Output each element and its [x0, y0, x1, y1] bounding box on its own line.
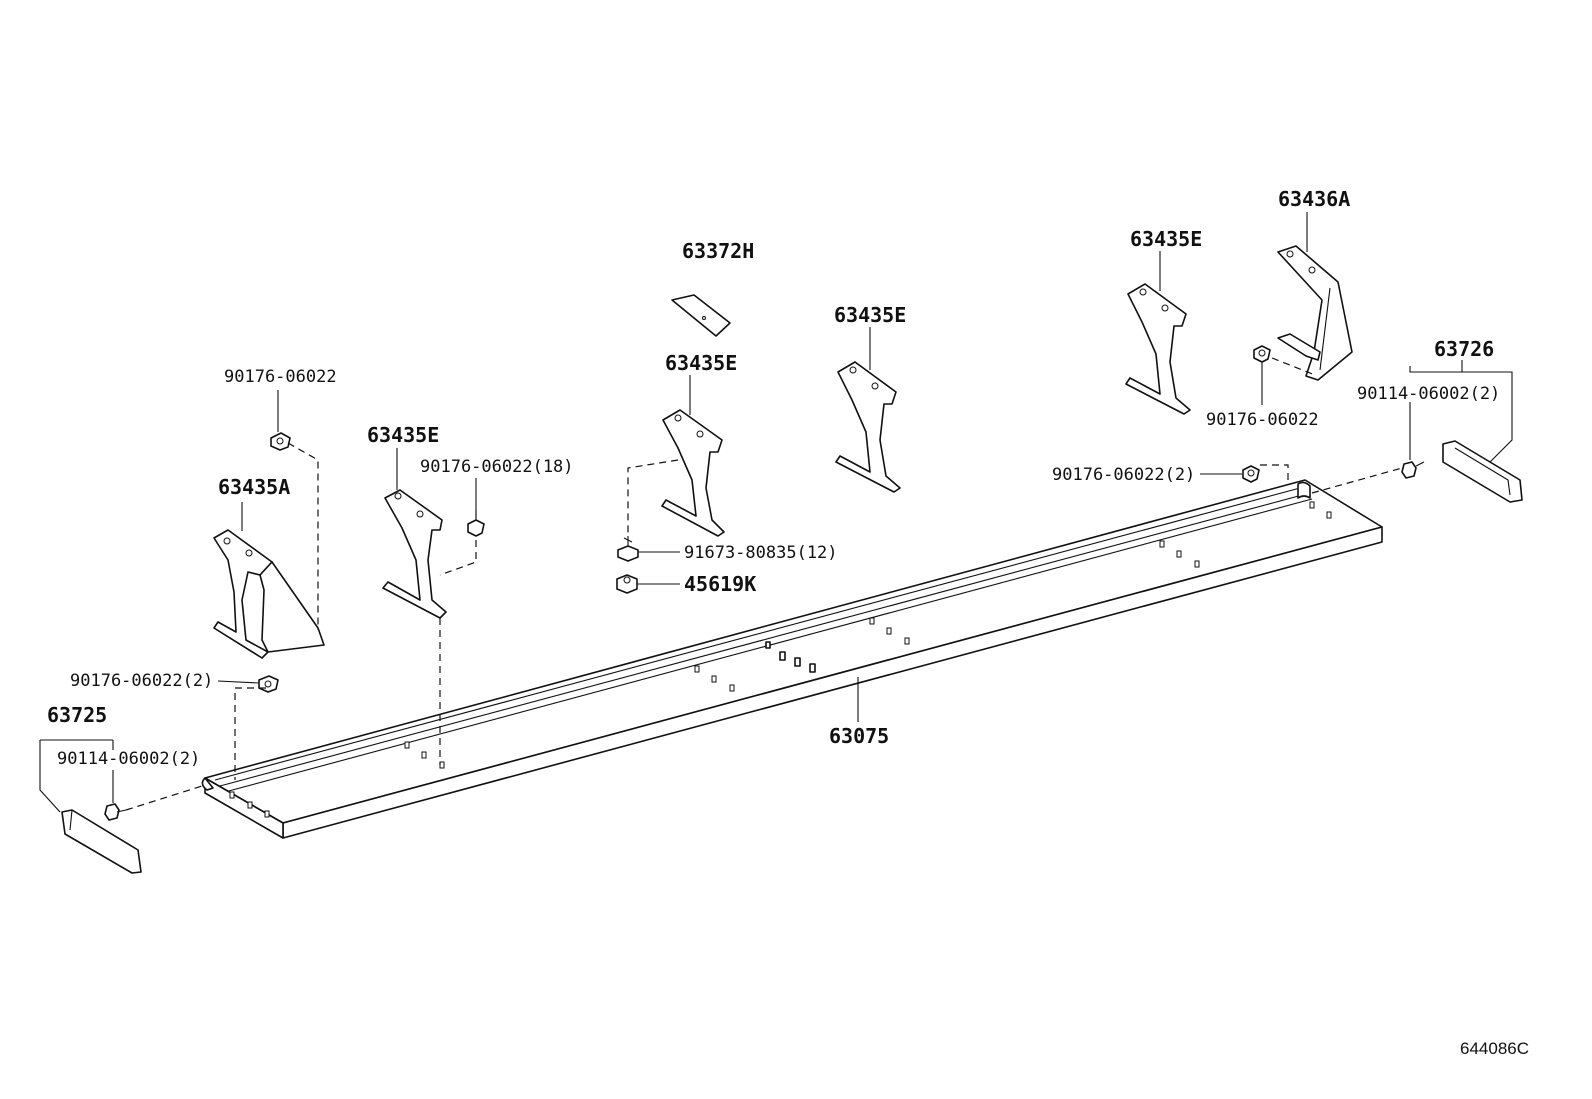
clip-90176-top[interactable]	[270, 432, 291, 451]
label-63435E-mid2: 63435E	[834, 303, 906, 327]
label-63436A: 63436A	[1278, 187, 1350, 211]
screw-91673[interactable]	[617, 536, 639, 562]
label-63435E-mid1: 63435E	[665, 351, 737, 375]
clip-90176-right-2[interactable]	[1242, 465, 1260, 483]
label-63726: 63726	[1434, 337, 1494, 361]
label-91673: 91673-80835(12)	[684, 543, 838, 563]
figure-code: 644086C	[1460, 1039, 1529, 1058]
bracket-63435E-right[interactable]	[1125, 283, 1191, 415]
pad-63372H[interactable]	[671, 294, 731, 337]
label-63372H: 63372H	[682, 239, 754, 263]
clip-90176-right[interactable]	[1253, 345, 1271, 363]
bracket-63436A[interactable]	[1277, 245, 1353, 381]
label-90176-right: 90176-06022	[1206, 410, 1319, 430]
label-63725: 63725	[47, 703, 107, 727]
label-63075: 63075	[829, 724, 889, 748]
label-90114-right: 90114-06002(2)	[1357, 384, 1500, 404]
label-63435E-left: 63435E	[367, 423, 439, 447]
end-cap-right-63726[interactable]	[1442, 440, 1523, 503]
label-90176-right-2: 90176-06022(2)	[1052, 465, 1195, 485]
bolt-90114-left[interactable]	[104, 803, 127, 821]
running-board-63075[interactable]	[201, 479, 1383, 839]
label-63435A: 63435A	[218, 475, 290, 499]
label-45619K: 45619K	[684, 572, 756, 596]
bracket-63435A[interactable]	[213, 529, 325, 659]
bolt-90114-right[interactable]	[1401, 461, 1425, 479]
bracket-63435E-left[interactable]	[382, 489, 447, 619]
bracket-63435E-mid1[interactable]	[661, 409, 725, 537]
label-90114-left: 90114-06002(2)	[57, 749, 200, 769]
end-cap-left-63725[interactable]	[61, 809, 142, 874]
clip-90176-left[interactable]	[258, 675, 279, 693]
label-90176-18: 90176-06022(18)	[420, 457, 574, 477]
label-90176-left-2: 90176-06022(2)	[70, 671, 213, 691]
label-90176-top: 90176-06022	[224, 367, 337, 387]
nut-45619K[interactable]	[616, 574, 638, 594]
bracket-63435E-mid2[interactable]	[835, 361, 901, 493]
label-63435E-right: 63435E	[1130, 227, 1202, 251]
